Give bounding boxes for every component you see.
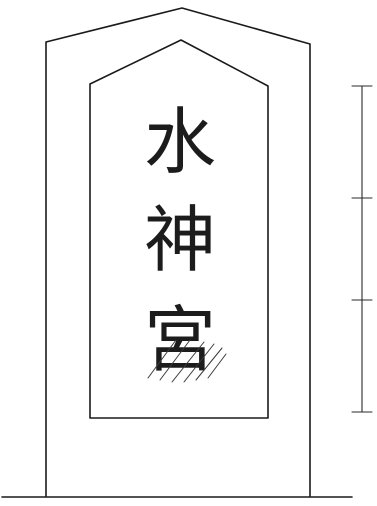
- inscription-char-2: 神: [144, 198, 216, 282]
- inscription-panel-outline: [89, 39, 269, 419]
- scale-bar: [351, 85, 373, 413]
- inscription-char-3: 宮: [144, 298, 216, 382]
- weathering-hatch: [147, 339, 227, 383]
- stone-outer-outline: [45, 7, 311, 497]
- inscription-char-1: 水: [144, 100, 216, 184]
